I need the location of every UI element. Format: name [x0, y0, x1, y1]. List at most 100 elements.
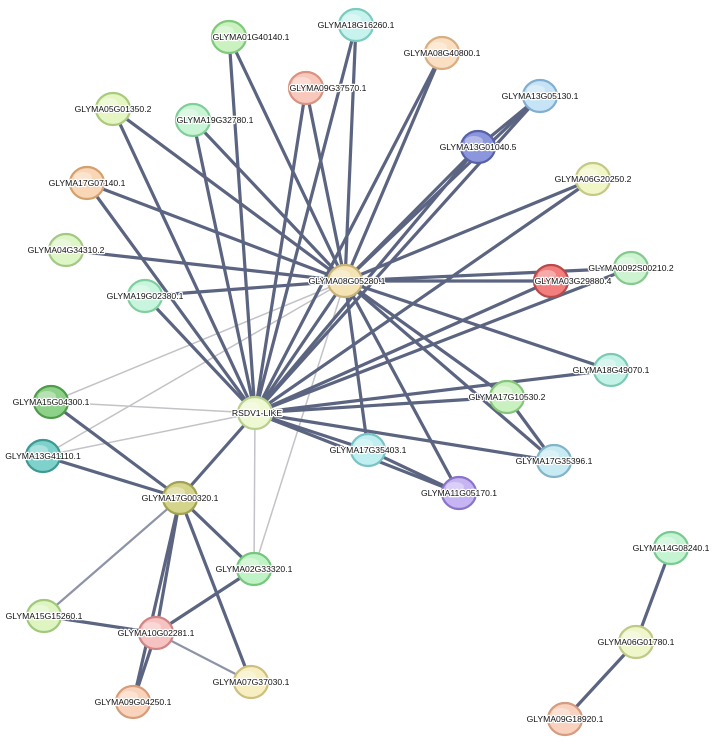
edge-rsdv1-like-to-glyma0092s00210-2	[253, 266, 633, 415]
edge-glyma08g05280-1-to-glyma17g10530-2	[343, 279, 509, 399]
node-label: GLYMA15G04300.1	[13, 397, 90, 407]
edge-glyma17g00320-1-to-glyma13g41110-1	[41, 454, 182, 500]
node-glyma17g10530-2[interactable]: GLYMA17G10530.2	[467, 379, 547, 415]
node-glyma09g37570-1[interactable]: GLYMA09G37570.1	[287, 70, 368, 106]
node-circle[interactable]	[349, 432, 387, 468]
node-glyma10g02281-1[interactable]: GLYMA10G02281.1	[116, 615, 196, 651]
node-circle[interactable]	[337, 7, 375, 43]
node-circle[interactable]	[174, 102, 212, 138]
edge-glyma08g05280-1-to-glyma05g01350-2	[111, 107, 347, 283]
node-circle[interactable]	[546, 701, 584, 737]
node-glyma17g00320-1[interactable]: GLYMA17G00320.1	[140, 480, 220, 516]
node-circle[interactable]	[459, 129, 497, 165]
node-glyma06g01780-1[interactable]: GLYMA06G01780.1	[596, 624, 676, 660]
node-circle[interactable]	[24, 438, 62, 474]
node-label: GLYMA01G40140.1	[213, 32, 290, 42]
node-glyma13g01040-5[interactable]: GLYMA13G01040.5	[438, 129, 518, 165]
node-rsdv1-like[interactable]: RSDV1-LIKE	[231, 395, 284, 431]
node-glyma09g18920-1[interactable]: GLYMA09G18920.1	[525, 701, 605, 737]
node-highlight	[100, 98, 118, 108]
node-glyma02g33320-1[interactable]: GLYMA02G33320.1	[214, 551, 294, 587]
node-circle[interactable]	[32, 384, 70, 420]
node-circle[interactable]	[423, 35, 461, 71]
node-highlight	[527, 85, 545, 95]
node-label: GLYMA08G05280.1	[309, 276, 386, 286]
node-glyma15g04300-1[interactable]: GLYMA15G04300.1	[11, 384, 91, 420]
node-circle[interactable]	[612, 250, 650, 286]
node-circle[interactable]	[68, 165, 106, 201]
node-glyma03g29880-4[interactable]: GLYMA03G29880.4	[532, 263, 613, 299]
node-circle[interactable]	[94, 91, 132, 127]
node-circle[interactable]	[235, 551, 273, 587]
node-label: GLYMA05G01350.2	[75, 104, 152, 114]
node-glyma08g40800-1[interactable]: GLYMA08G40800.1	[402, 35, 482, 71]
node-highlight	[623, 631, 641, 641]
node-circle[interactable]	[592, 352, 630, 388]
node-circle[interactable]	[210, 19, 248, 55]
node-glyma18g16260-1[interactable]: GLYMA18G16260.1	[316, 7, 396, 43]
node-circle[interactable]	[114, 684, 152, 720]
edge-rsdv1-like-to-glyma13g41110-1	[42, 412, 256, 457]
edge-glyma08g05280-1-to-glyma06g20250-2	[343, 177, 595, 283]
node-circle[interactable]	[161, 480, 199, 516]
edge-glyma08g05280-1-to-glyma19g32780-1	[191, 118, 347, 283]
node-glyma0092s00210-2[interactable]: GLYMA0092S00210.2	[587, 250, 675, 286]
edge-glyma08g05280-1-to-glyma01g40140-1	[227, 35, 347, 283]
node-label: RSDV1-LIKE	[232, 408, 282, 418]
edge-rsdv1-like-to-glyma17g07140-1	[85, 181, 257, 415]
node-circle[interactable]	[232, 664, 270, 700]
node-circle[interactable]	[617, 624, 655, 660]
edge-glyma17g00320-1-to-glyma09g04250-1	[131, 496, 182, 704]
node-glyma06g20250-2[interactable]: GLYMA06G20250.2	[553, 161, 633, 197]
node-glyma17g35396-1[interactable]: GLYMA17G35396.1	[514, 443, 594, 479]
node-glyma13g05130-1[interactable]: GLYMA13G05130.1	[500, 78, 580, 114]
node-circle[interactable]	[521, 78, 559, 114]
edge-glyma17g00320-1-to-glyma15g04300-1	[49, 400, 182, 500]
edge-rsdv1-like-to-glyma09g37570-1	[253, 86, 308, 415]
node-circle[interactable]	[287, 70, 325, 106]
node-circle[interactable]	[47, 232, 85, 268]
node-glyma04g34310-2[interactable]: GLYMA04G34310.2	[26, 232, 106, 268]
node-highlight	[120, 691, 138, 701]
edge-glyma08g05280-1-to-glyma11g05170-1	[343, 279, 461, 495]
node-label: GLYMA17G10530.2	[469, 392, 546, 402]
edge-rsdv1-like-to-glyma18g16260-1	[253, 23, 358, 415]
node-glyma17g35403-1[interactable]: GLYMA17G35403.1	[328, 432, 408, 468]
node-label: GLYMA14G08240.1	[633, 543, 710, 553]
node-glyma14g08240-1[interactable]: GLYMA14G08240.1	[631, 530, 711, 566]
edge-glyma08g05280-1-to-glyma04g34310-2	[64, 248, 347, 283]
node-glyma11g05170-1[interactable]: GLYMA11G05170.1	[420, 475, 498, 511]
node-label: GLYMA0092S00210.2	[588, 263, 674, 273]
node-circle[interactable]	[535, 443, 573, 479]
node-glyma19g02380-1[interactable]: GLYMA19G02380.1	[105, 278, 185, 314]
node-glyma01g40140-1[interactable]: GLYMA01G40140.1	[210, 19, 291, 55]
node-glyma07g37030-1[interactable]: GLYMA07G37030.1	[211, 664, 291, 700]
node-glyma19g32780-1[interactable]: GLYMA19G32780.1	[174, 102, 255, 138]
node-circle[interactable]	[137, 615, 175, 651]
node-circle[interactable]	[440, 475, 478, 511]
node-glyma05g01350-2[interactable]: GLYMA05G01350.2	[73, 91, 153, 127]
node-highlight	[538, 270, 556, 280]
node-glyma18g49070-1[interactable]: GLYMA18G49070.1	[571, 352, 651, 388]
node-circle[interactable]	[126, 278, 164, 314]
node-circle[interactable]	[652, 530, 690, 566]
node-glyma09g04250-1[interactable]: GLYMA09G04250.1	[93, 684, 173, 720]
node-circle[interactable]	[236, 395, 274, 431]
node-circle[interactable]	[574, 161, 612, 197]
node-glyma17g07140-1[interactable]: GLYMA17G07140.1	[47, 165, 127, 201]
node-label: GLYMA03G29880.4	[535, 276, 612, 286]
edge-glyma08g05280-1-to-glyma13g01040-5	[343, 145, 480, 283]
node-circle[interactable]	[25, 598, 63, 634]
node-label: GLYMA17G07140.1	[49, 178, 126, 188]
node-highlight	[598, 359, 616, 369]
node-glyma13g41110-1[interactable]: GLYMA13G41110.1	[4, 438, 82, 474]
node-highlight	[494, 386, 512, 396]
node-circle[interactable]	[532, 263, 570, 299]
node-glyma08g05280-1[interactable]: GLYMA08G05280.1	[307, 263, 387, 299]
node-glyma15g15260-1[interactable]: GLYMA15G15260.1	[4, 598, 84, 634]
node-circle[interactable]	[488, 379, 526, 415]
node-circle[interactable]	[326, 263, 364, 299]
node-layer: GLYMA01G40140.1 GLYMA18G16260.1GLYMA08G40…	[4, 7, 711, 737]
edge-glyma17g00320-1-to-glyma15g15260-1	[42, 496, 182, 618]
node-label: GLYMA09G18920.1	[527, 714, 604, 724]
